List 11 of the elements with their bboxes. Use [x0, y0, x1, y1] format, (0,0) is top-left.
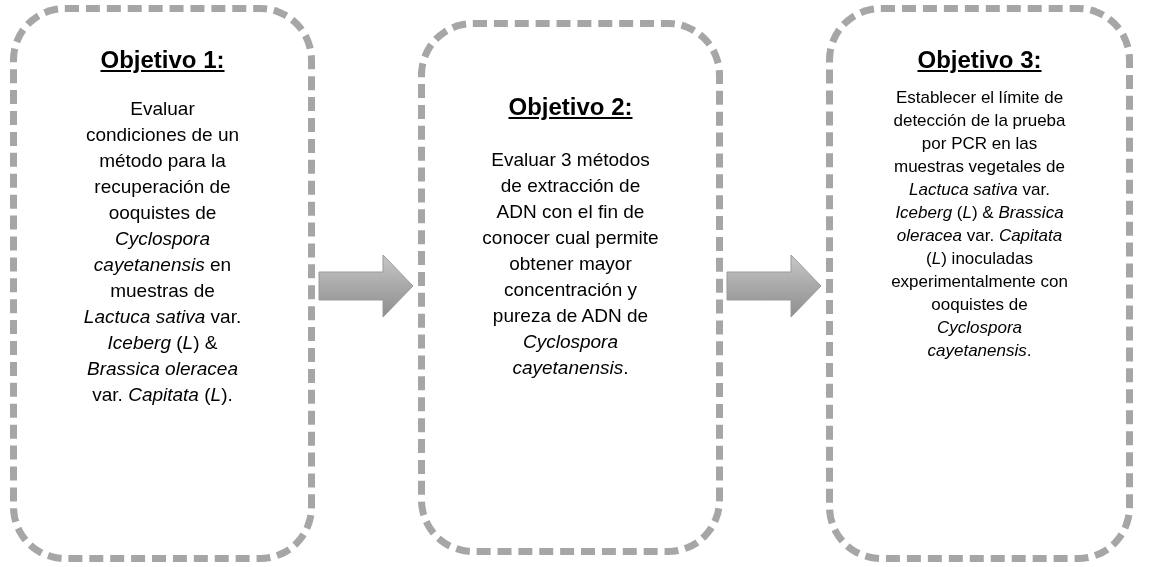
objective-heading: Objetivo 2:	[508, 92, 633, 122]
objective-card	[10, 5, 315, 562]
block-arrow	[318, 254, 414, 318]
objective-description: Establecer el límite de detección de la prueba por PCR en las muestras vegetales de Lactuca sativa var. Iceberg (L) & Brassica oleracea var. Capitata (L) inoculadas experimentalmente con ooquistes de Cyclospora cayetanensis.	[891, 87, 1068, 362]
objective-description: Evaluar 3 métodos de extracción de ADN con el fin de conocer cual permite obtener mayor concentración y pureza de ADN de Cyclospora cayetanensis.	[481, 148, 660, 380]
objective-card	[826, 5, 1133, 562]
objective-heading: Objetivo 3:	[917, 45, 1042, 75]
block-arrow	[726, 254, 822, 318]
objective-heading: Objetivo 1:	[100, 45, 225, 75]
objective-card	[418, 20, 723, 555]
objective-description: Evaluar condiciones de un método para la recuperación de ooquistes de Cyclospora cayetanensis en muestras de Lactuca sativa var. Iceberg (L) & Brassica oleracea var. Capitata (L).	[82, 97, 243, 407]
